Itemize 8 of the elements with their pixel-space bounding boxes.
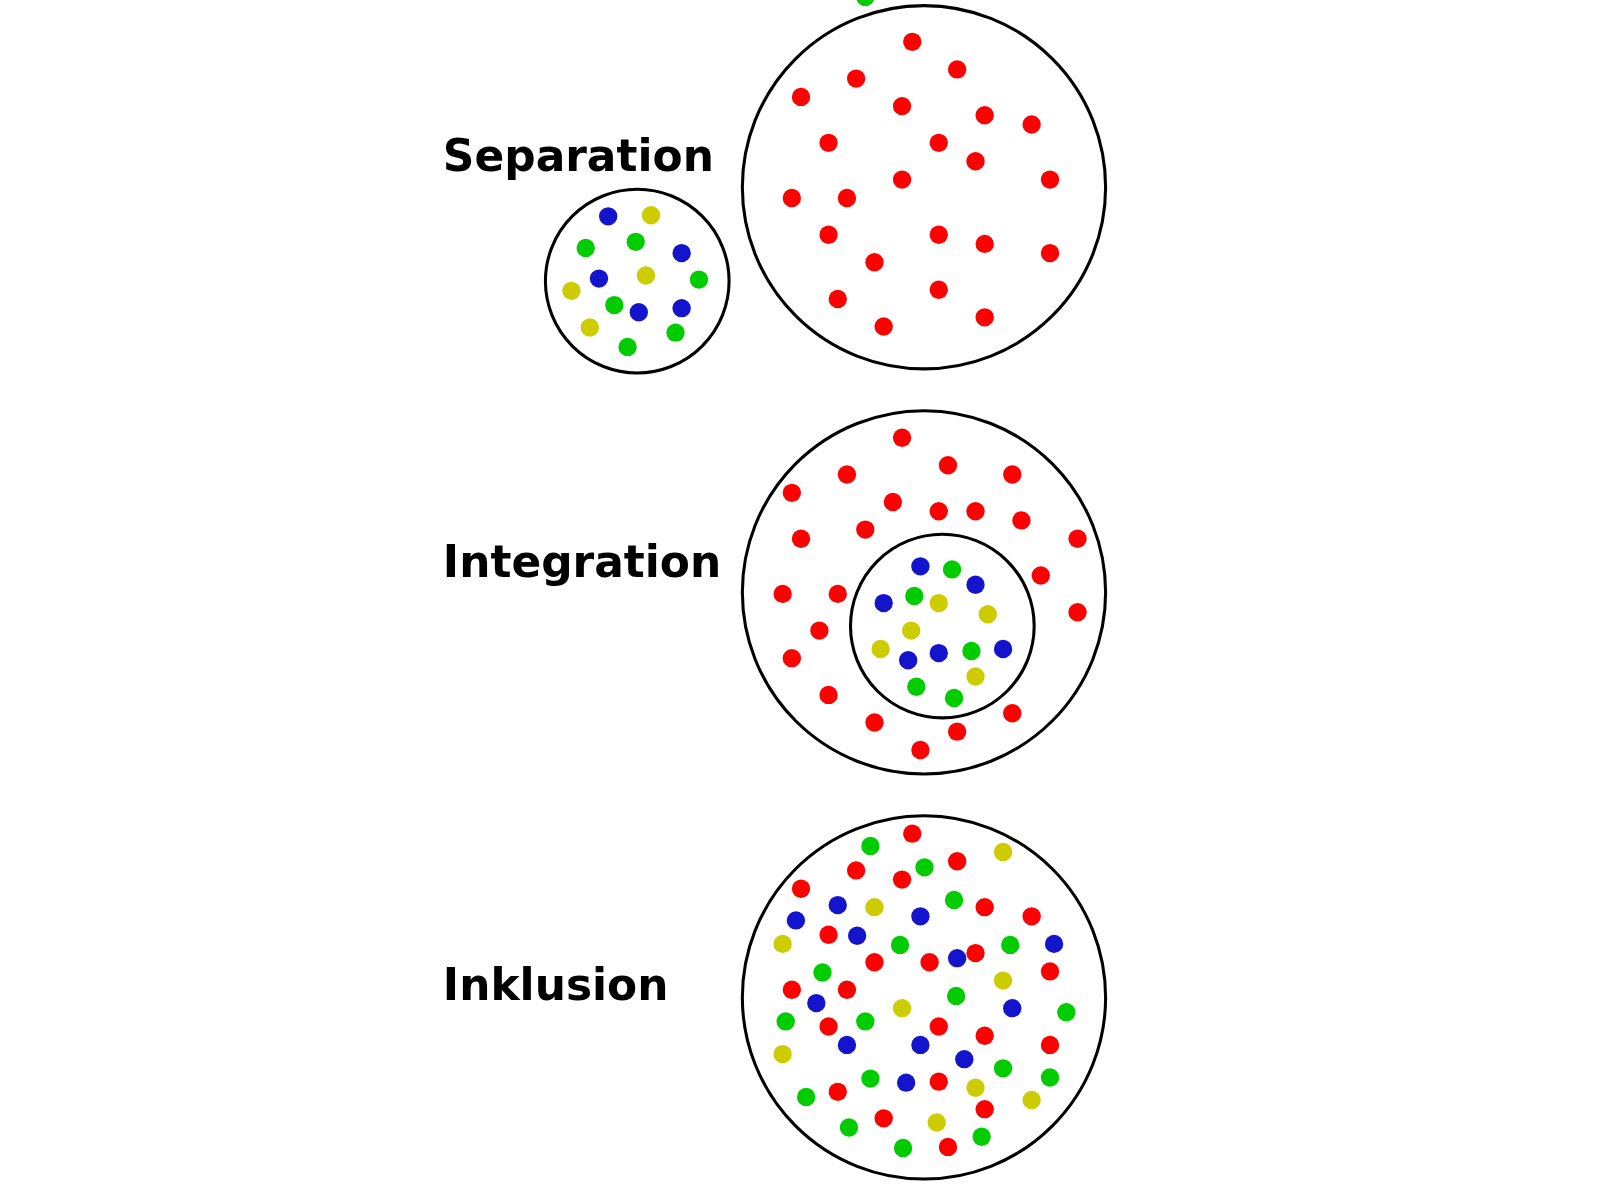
- circle-outline: [848, 532, 1036, 719]
- section-label: Integration: [442, 536, 722, 586]
- section-label: Inklusion: [442, 960, 669, 1010]
- circle-outline: [740, 3, 1107, 370]
- circle-outline: [740, 408, 1107, 775]
- circle-outline: [740, 813, 1107, 1181]
- section-label: Separation: [442, 131, 714, 181]
- circle-outline: [543, 187, 731, 374]
